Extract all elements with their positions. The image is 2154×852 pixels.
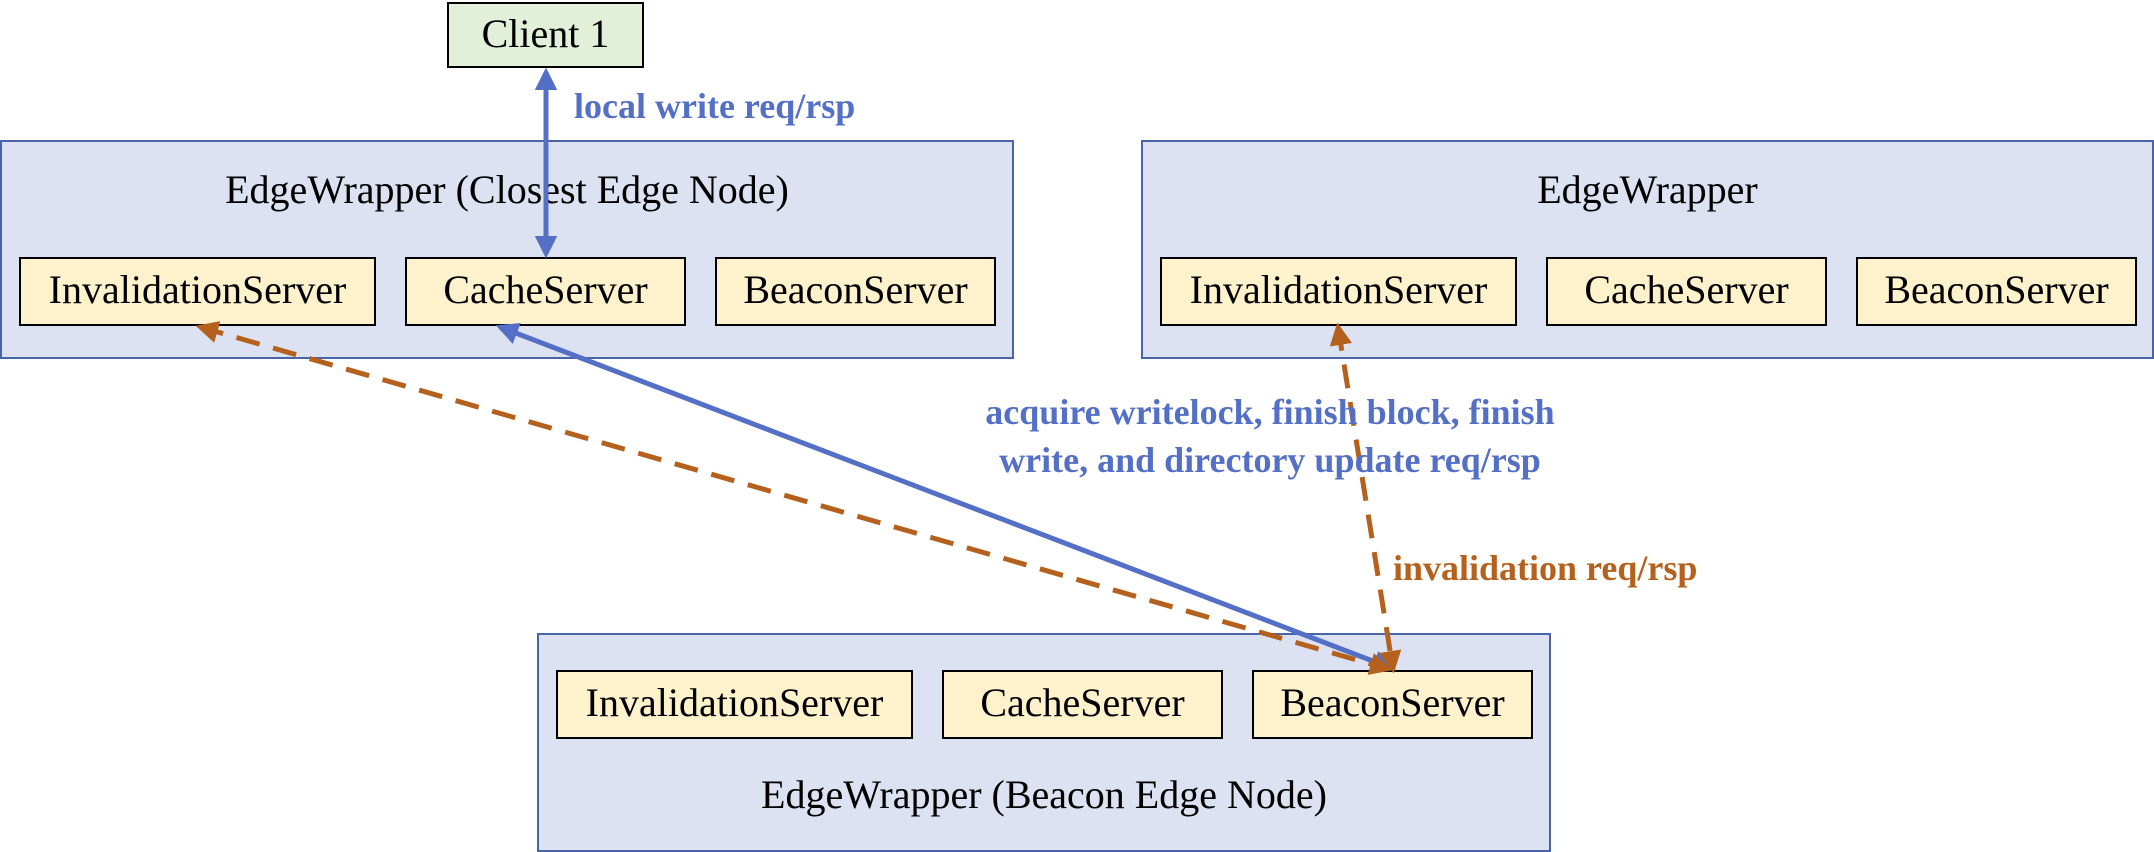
beacon-cache-server: CacheServer [942, 670, 1223, 739]
remote-beacon-server: BeaconServer [1856, 257, 2137, 326]
closest-beacon-server: BeaconServer [715, 257, 996, 326]
local-write-label: local write req/rsp [574, 86, 856, 126]
acquire-writelock-label-line1: acquire writelock, finish block, finish [985, 392, 1555, 432]
beacon-edge-wrapper-title: EdgeWrapper (Beacon Edge Node) [761, 772, 1327, 817]
closest-edge-wrapper-title: EdgeWrapper (Closest Edge Node) [225, 167, 789, 212]
remote-cache-server: CacheServer [1546, 257, 1827, 326]
closest-cache-server: CacheServer [405, 257, 686, 326]
acquire-writelock-label-line2: write, and directory update req/rsp [999, 440, 1541, 480]
beacon-invalidation-server: InvalidationServer [556, 670, 913, 739]
invalidation-label: invalidation req/rsp [1393, 548, 1698, 588]
invalidation-arrow-closest [195, 321, 1393, 675]
acquire-writelock-label: acquire writelock, finish block, finish … [870, 388, 1670, 484]
remote-edge-wrapper-title: EdgeWrapper [1537, 167, 1758, 212]
acquire-writelock-arrow [495, 322, 1396, 673]
invalidation-arrow-remote [1329, 322, 1402, 674]
remote-invalidation-server: InvalidationServer [1160, 257, 1517, 326]
client-1-box: Client 1 [447, 2, 644, 68]
beacon-beacon-server: BeaconServer [1252, 670, 1533, 739]
